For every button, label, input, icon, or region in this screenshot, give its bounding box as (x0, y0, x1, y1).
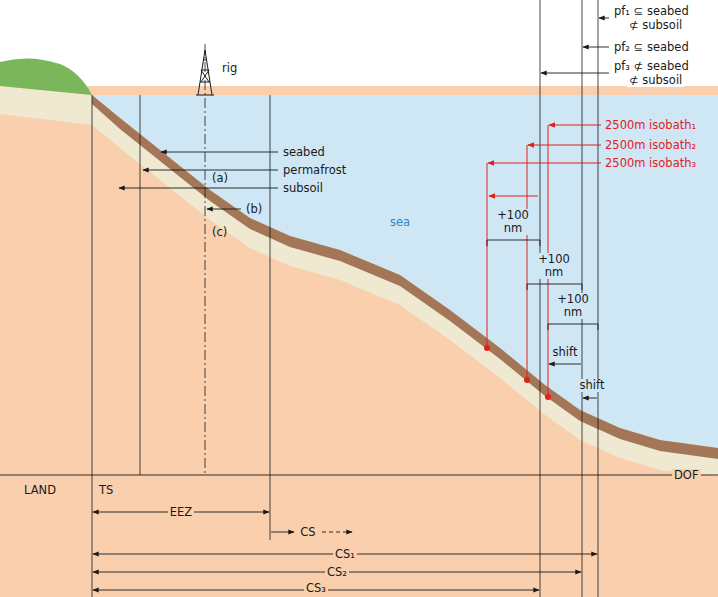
boundary-lines (92, 0, 598, 597)
layer-pointers (119, 152, 278, 209)
isobath-label: 2500m isobath₁ (603, 119, 698, 132)
seabed-layer (92, 95, 718, 459)
zone-label: DOF (672, 469, 701, 482)
permafrost-layer (0, 86, 718, 476)
shift-label: shift (551, 346, 580, 359)
pf-condition: pf₂ ⊆ seabed (612, 41, 691, 54)
callout-letter: (c) (210, 226, 229, 239)
zone-label: CS (298, 526, 317, 539)
isobath-lines (487, 125, 601, 397)
isobath-label: 2500m isobath₃ (603, 157, 698, 170)
land-hill (0, 58, 92, 95)
sea-water (92, 95, 718, 448)
pf-arrows (541, 18, 609, 73)
zone-label: LAND (22, 484, 58, 497)
callout-letter: (a) (210, 172, 230, 185)
base-line (0, 475, 718, 476)
pf-condition: ⊄ subsoil (627, 74, 684, 87)
layer-label: subsoil (281, 182, 325, 195)
pf-condition: ⊄ subsoil (627, 19, 684, 32)
zone-label: CS₃ (304, 582, 328, 595)
zone-label: CS₁ (333, 548, 357, 561)
pf-condition: pf₃ ⊄ seabed (612, 60, 691, 73)
sea-label: sea (388, 216, 412, 229)
zone-label: CS₂ (325, 566, 349, 579)
shift-label: shift (578, 379, 607, 392)
zone-label: EEZ (168, 506, 194, 519)
isobath-dots (484, 345, 551, 400)
isobath-label: 2500m isobath₂ (603, 139, 698, 152)
callout-letter: (b) (244, 203, 264, 216)
distance-label: +100 nm (554, 293, 592, 319)
distance-label: +100 nm (535, 253, 573, 279)
pf-condition: pf₁ ⊆ seabed (612, 5, 691, 18)
rig-label: rig (220, 62, 239, 75)
distance-label: +100 nm (494, 209, 532, 235)
rig-icon (196, 50, 214, 95)
zone-label: TS (97, 484, 115, 497)
zone-arrows (93, 512, 597, 590)
subsoil-ground (0, 86, 718, 597)
distance-brackets (487, 240, 598, 330)
layer-label: seabed (281, 146, 327, 159)
layer-label: permafrost (281, 164, 348, 177)
